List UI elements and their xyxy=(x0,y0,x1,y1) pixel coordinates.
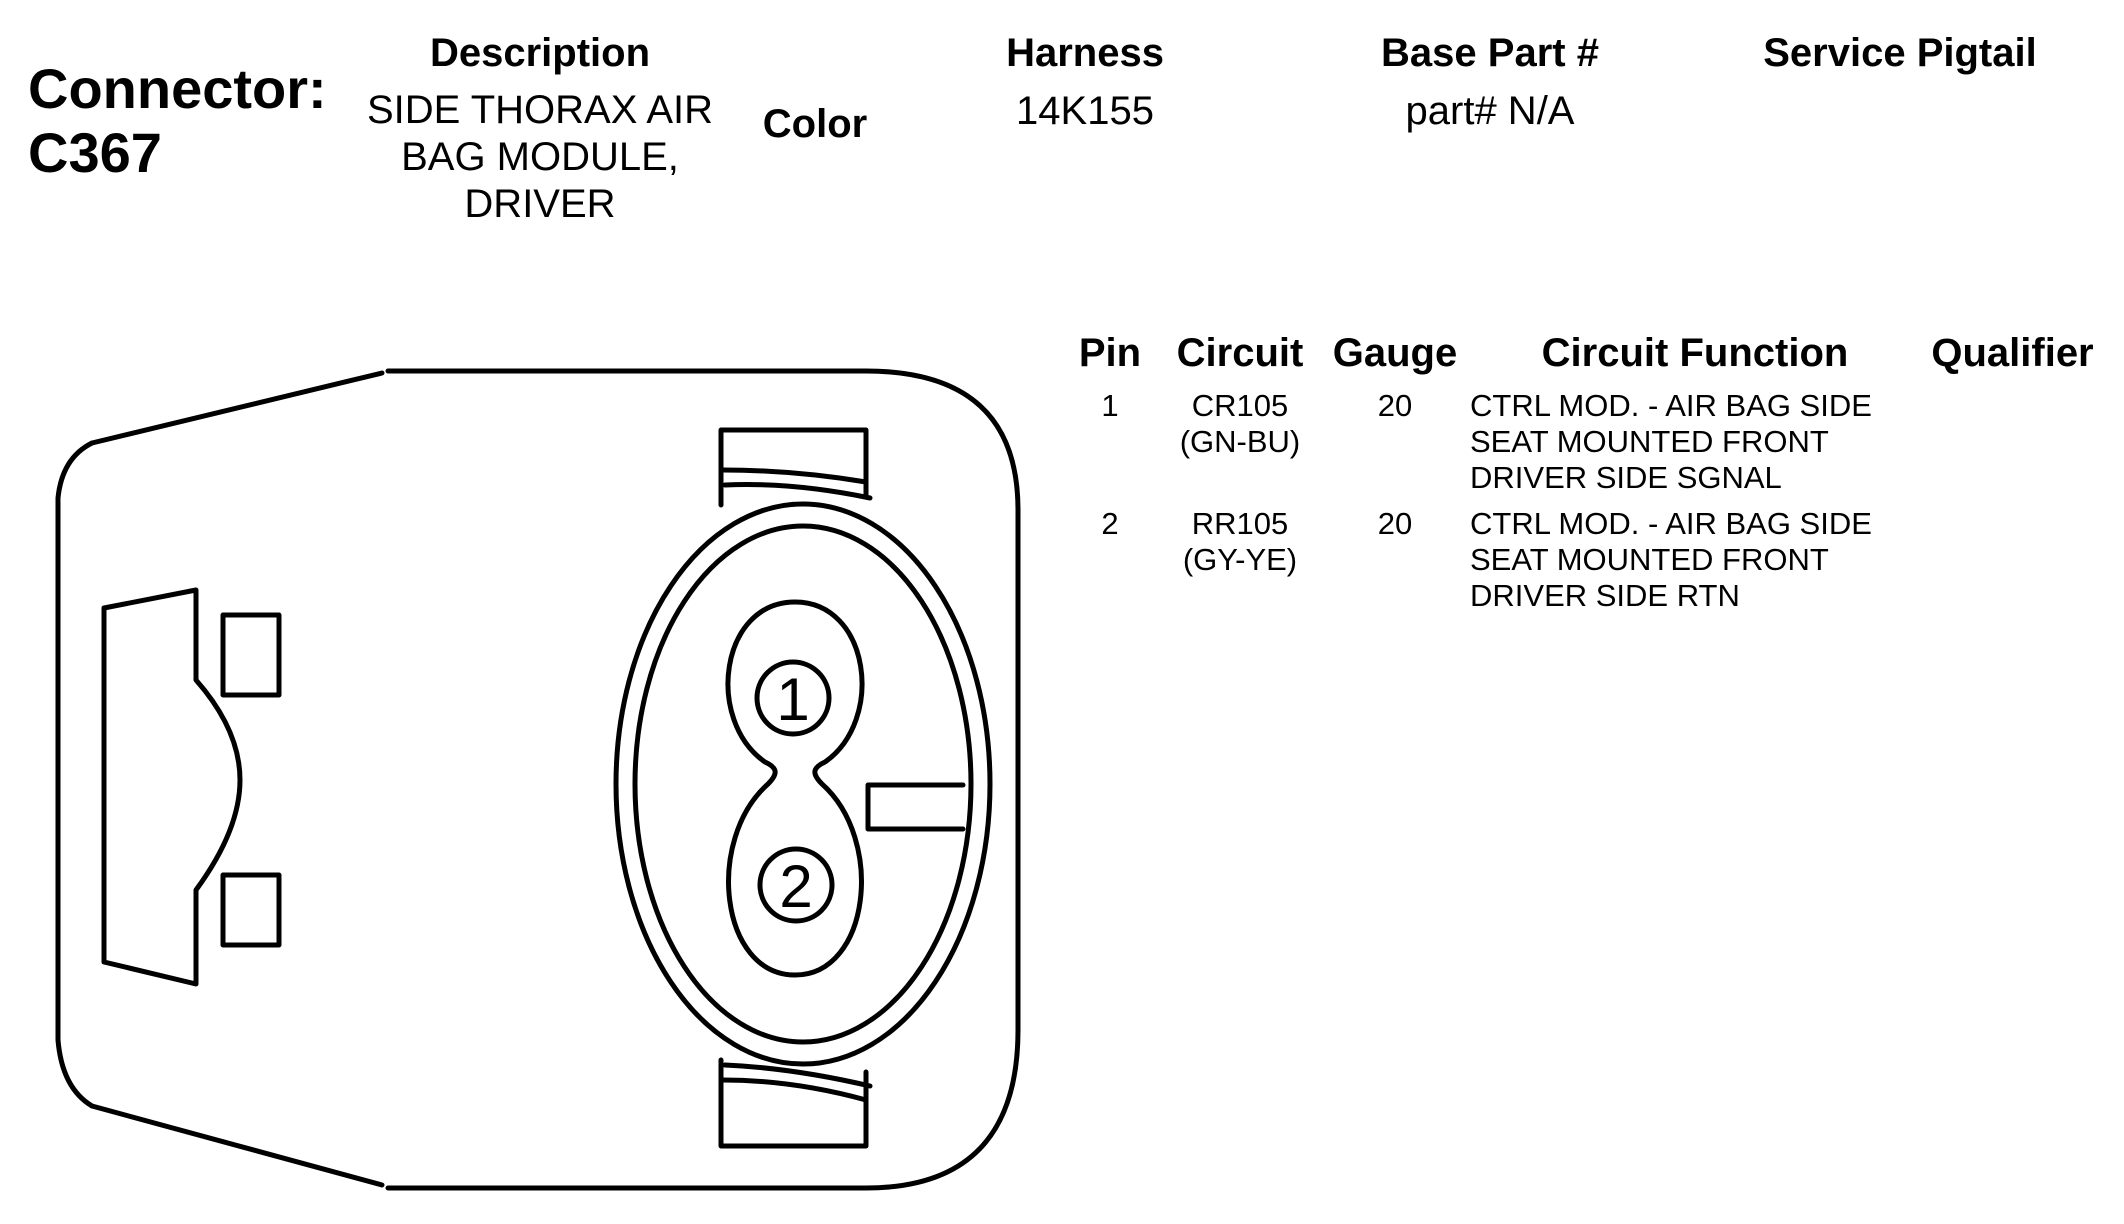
harness-value: 14K155 xyxy=(1016,89,1154,133)
base-part-header: Base Part # xyxy=(1381,31,1599,75)
table-row-1-wire-color: (GN-BU) xyxy=(1179,424,1301,459)
color-header: Color xyxy=(762,102,868,146)
table-row-2-wire-color: (GY-YE) xyxy=(1182,542,1298,577)
pin-column-header: Pin xyxy=(1078,331,1142,375)
base-part-value: part# N/A xyxy=(1405,89,1575,133)
harness-header: Harness xyxy=(1006,31,1164,75)
latch-tab-upper xyxy=(220,612,282,698)
bottom-lock-clip xyxy=(718,1057,873,1149)
connector-housing xyxy=(55,368,1021,1191)
pin-2-terminal xyxy=(757,846,835,924)
connector-face xyxy=(613,501,993,1067)
table-row-2-gauge: 20 xyxy=(1377,506,1413,541)
circuit-function-column-header: Circuit Function xyxy=(1541,331,1849,375)
connector-latch xyxy=(101,587,282,987)
top-lock-clip xyxy=(718,427,873,508)
description-value: SIDE THORAX AIR BAG MODULE, DRIVER xyxy=(366,88,713,226)
table-row-1-circuit: CR105 xyxy=(1191,388,1289,423)
table-row-2-function: CTRL MOD. - AIR BAG SIDE SEAT MOUNTED FR… xyxy=(1470,506,1872,613)
gauge-column-header: Gauge xyxy=(1332,331,1458,375)
service-pigtail-header: Service Pigtail xyxy=(1763,31,2037,75)
connector-label: Connector: xyxy=(28,57,327,120)
keyway-slot xyxy=(865,782,966,832)
connector-id: C367 xyxy=(28,121,162,184)
table-row-2-circuit: RR105 xyxy=(1191,506,1289,541)
pin-2-label: 2 xyxy=(779,853,812,920)
table-row-1-gauge: 20 xyxy=(1377,388,1413,423)
qualifier-column-header: Qualifier xyxy=(1931,331,2094,375)
table-row-2-pin: 2 xyxy=(1101,506,1119,541)
description-header: Description xyxy=(429,31,651,75)
latch-tab-lower xyxy=(220,872,282,948)
pin-cavity xyxy=(725,599,865,978)
table-row-1-pin: 1 xyxy=(1101,388,1119,423)
table-row-1-function: CTRL MOD. - AIR BAG SIDE SEAT MOUNTED FR… xyxy=(1470,388,1872,495)
circuit-column-header: Circuit xyxy=(1176,331,1304,375)
pin-1-label: 1 xyxy=(776,666,809,733)
pin-1-terminal xyxy=(754,659,832,737)
